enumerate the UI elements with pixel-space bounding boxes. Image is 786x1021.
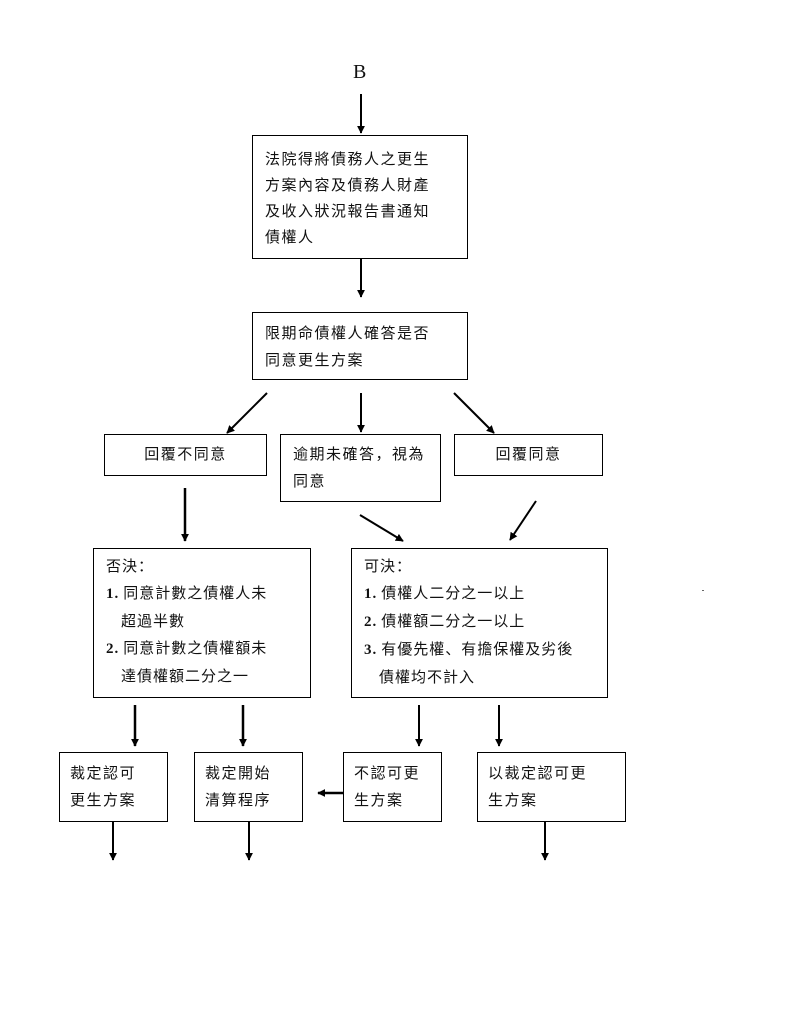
rejected-item-1-line-2: 超過半數 — [121, 612, 186, 630]
approved-item-2-num: 2. — [364, 614, 378, 630]
outcome-liquidation-box: 裁定開始 清算程序 — [194, 752, 303, 822]
rejected-item-2-line-1: 同意計數之債權額未 — [123, 639, 268, 657]
deadline-reply-box: 限期命債權人確答是否 同意更生方案 — [252, 312, 468, 380]
deadline-line-2: 同意更生方案 — [265, 351, 365, 369]
notify-line-2: 方案內容及債務人財產 — [265, 176, 431, 194]
arrow-overdue-to-approved — [359, 514, 404, 542]
rejected-title: 否決： — [106, 557, 155, 575]
notify-creditors-box: 法院得將債務人之更生 方案內容及債務人財產 及收入狀況報告書通知 債權人 — [252, 135, 468, 259]
outcome-court-approve-box: 裁定認可 更生方案 — [59, 752, 168, 822]
rejected-item-2: 2.同意計數之債權額未 達債權額二分之一 — [106, 635, 300, 690]
approved-item-3-num: 3. — [364, 642, 378, 658]
approved-item-2-line-1: 債權額二分之一以上 — [381, 612, 526, 630]
start-label: B — [353, 61, 367, 83]
outcome-a-line-2: 更生方案 — [70, 791, 137, 809]
stray-dot — [702, 590, 704, 591]
outcome-b-line-2: 清算程序 — [205, 791, 272, 809]
arrow-step2-to-agree — [453, 392, 495, 434]
outcome-d-line-2: 生方案 — [488, 791, 538, 809]
approved-title: 可決： — [364, 557, 413, 575]
outcome-d-line-1: 以裁定認可更 — [488, 764, 588, 782]
reply-disagree-box: 回覆不同意 — [104, 434, 267, 476]
overdue-line-1: 逾期未確答，視為 — [293, 445, 426, 463]
approved-item-1-num: 1. — [364, 586, 378, 602]
notify-line-1: 法院得將債務人之更生 — [265, 150, 431, 168]
notify-line-3: 及收入狀況報告書通知 — [265, 202, 431, 220]
approved-item-3-line-2: 債權均不計入 — [379, 668, 476, 686]
overdue-line-2: 同意 — [293, 472, 327, 490]
rejected-item-1-line-1: 同意計數之債權人未 — [123, 584, 268, 602]
approved-item-2: 2.債權額二分之一以上 — [364, 608, 599, 636]
rejected-item-1: 1.同意計數之債權人未 超過半數 — [106, 580, 300, 635]
rejected-item-1-num: 1. — [106, 586, 120, 602]
approved-item-3: 3.有優先權、有擔保權及劣後 債權均不計入 — [364, 636, 599, 691]
outcome-c-line-2: 生方案 — [354, 791, 404, 809]
arrow-agree-to-approved — [509, 500, 537, 541]
rejected-item-2-num: 2. — [106, 641, 120, 657]
rejected-box: 否決： 1.同意計數之債權人未 超過半數 2.同意計數之債權額未 達債權額二分之… — [93, 548, 311, 698]
approved-item-1-line-1: 債權人二分之一以上 — [381, 584, 526, 602]
approved-item-1: 1.債權人二分之一以上 — [364, 580, 599, 608]
outcome-ruling-approve-box: 以裁定認可更 生方案 — [477, 752, 626, 822]
approved-box: 可決： 1.債權人二分之一以上 2.債權額二分之一以上 3.有優先權、有擔保權及… — [351, 548, 608, 698]
reply-agree-text: 回覆同意 — [495, 445, 562, 463]
arrow-step2-to-disagree — [226, 392, 268, 434]
approved-item-3-line-1: 有優先權、有擔保權及劣後 — [381, 640, 574, 658]
deadline-line-1: 限期命債權人確答是否 — [265, 324, 431, 342]
rejected-item-2-line-2: 達債權額二分之一 — [121, 667, 250, 685]
outcome-a-line-1: 裁定認可 — [70, 764, 137, 782]
outcome-not-approve-box: 不認可更 生方案 — [343, 752, 442, 822]
reply-agree-box: 回覆同意 — [454, 434, 603, 476]
reply-disagree-text: 回覆不同意 — [144, 445, 227, 463]
notify-line-4: 債權人 — [265, 228, 315, 246]
overdue-reply-box: 逾期未確答，視為 同意 — [280, 434, 441, 502]
outcome-b-line-1: 裁定開始 — [205, 764, 272, 782]
outcome-c-line-1: 不認可更 — [354, 764, 421, 782]
